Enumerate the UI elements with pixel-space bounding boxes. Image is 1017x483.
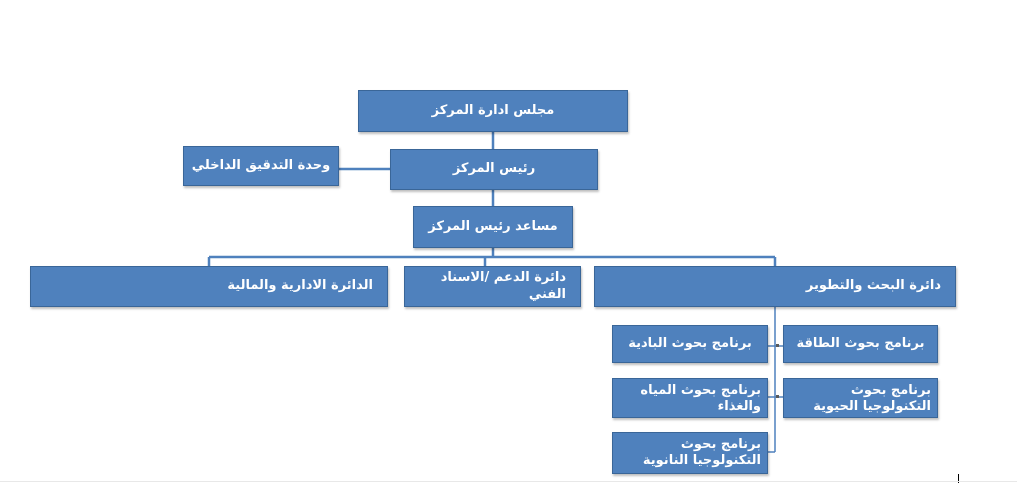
program-biotech-label: برنامج بحوث التكنولوجيا الحيوية <box>813 383 931 415</box>
program-nanotech-box: برنامج بحوث التكنولوجيا النانوية <box>612 432 768 474</box>
page-edge-rule <box>0 481 1017 482</box>
program-biotech-box: برنامج بحوث التكنولوجيا الحيوية <box>783 378 938 418</box>
program-water-food-box: برنامج بحوث المياه والغذاء <box>612 378 768 418</box>
program-badia-label: برنامج بحوث البادية <box>628 335 752 351</box>
program-water-food-label: برنامج بحوث المياه والغذاء <box>640 383 761 415</box>
president-label: رئيس المركز <box>452 161 536 177</box>
research-department-label: دائرة البحث والتطوير <box>805 278 941 294</box>
program-nanotech-label: برنامج بحوث التكنولوجيا النانوية <box>642 437 761 469</box>
research-department-box: دائرة البحث والتطوير <box>594 266 956 307</box>
board-label: مجلس ادارة المركز <box>431 102 555 118</box>
audit-unit-label: وحدة التدقيق الداخلي <box>191 157 331 173</box>
text-cursor <box>958 474 959 483</box>
assistant-box: مساعد رئيس المركز <box>413 206 573 248</box>
admin-finance-department-label: الدائرة الادارية والمالية <box>227 278 373 294</box>
admin-finance-department-box: الدائرة الادارية والمالية <box>30 266 388 307</box>
program-energy-label: برنامج بحوث الطاقة <box>796 335 925 351</box>
program-badia-box: برنامج بحوث البادية <box>612 325 768 363</box>
board-box: مجلس ادارة المركز <box>358 90 628 132</box>
assistant-label: مساعد رئيس المركز <box>428 218 558 234</box>
support-department-label: دائرة الدعم /الاسناد الفني <box>440 270 566 302</box>
audit-unit-box: وحدة التدقيق الداخلي <box>183 146 339 186</box>
president-box: رئيس المركز <box>390 149 598 190</box>
support-department-box: دائرة الدعم /الاسناد الفني <box>404 266 581 307</box>
program-energy-box: برنامج بحوث الطاقة <box>783 325 938 363</box>
